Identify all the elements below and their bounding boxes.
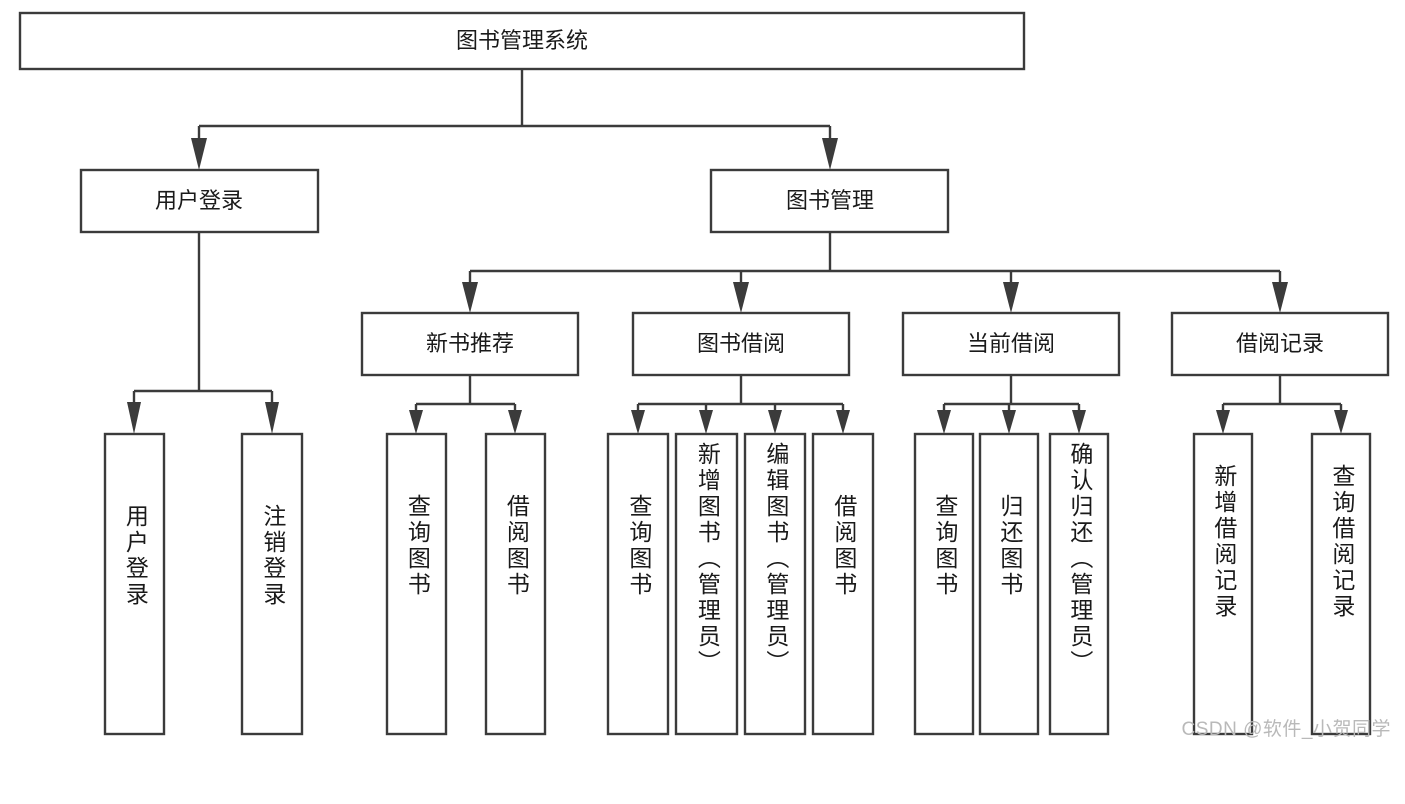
node-root-system-label: 图书管理系统 (456, 28, 588, 53)
arrow-head-cb-return-book (1002, 410, 1016, 434)
arrow-head-leaf-logout (265, 402, 279, 434)
connector-group-book-mgmt-to-level3 (462, 232, 1288, 313)
leaf-box-nbr-query-book[interactable] (385, 432, 448, 736)
node-user-login-box (79, 168, 320, 234)
leaf-box-cb-query-book[interactable] (913, 432, 975, 736)
csdn-watermark: CSDN @软件_小贺同学 (1181, 719, 1391, 740)
arrow-head-to-book-mgmt (822, 138, 838, 170)
diagram-canvas: 图书管理系统 用户登录 图书管理 新书推荐 图书借阅 当前借阅 借阅记录 (18, 11, 1390, 736)
arrow-head-bb-query-book (631, 410, 645, 434)
arrow-head-leaf-user-login (127, 402, 141, 434)
arrow-head-to-new-book-rec (462, 282, 478, 313)
node-user-login[interactable]: 用户登录 (79, 168, 320, 234)
connector-group-book-borrow-to-leaves (631, 375, 850, 434)
node-book-borrow[interactable]: 图书借阅 (631, 311, 851, 377)
node-borrow-record[interactable]: 借阅记录 (1170, 311, 1390, 377)
arrow-head-bb-borrow-book (836, 410, 850, 434)
arrow-head-br-query-record (1334, 410, 1348, 434)
connector-group-borrow-record-to-leaves (1216, 375, 1348, 434)
arrow-head-cb-query-book (937, 410, 951, 434)
node-current-borrow[interactable]: 当前借阅 (901, 311, 1121, 377)
leaf-box-user-login[interactable] (103, 432, 166, 736)
node-new-book-recommend-box (360, 311, 580, 377)
arrow-head-nbr-query-book (409, 410, 423, 434)
node-book-management-label: 图书管理 (786, 188, 874, 213)
leaf-box-bb-query-book[interactable] (606, 432, 670, 736)
arrow-head-to-borrow-record (1272, 282, 1288, 313)
node-book-borrow-box (631, 311, 851, 377)
node-new-book-recommend-label: 新书推荐 (426, 331, 514, 356)
node-book-management[interactable]: 图书管理 (709, 168, 950, 234)
leaf-box-nbr-borrow-book[interactable] (484, 432, 547, 736)
arrow-head-bb-edit-book (768, 410, 782, 434)
node-book-management-box (709, 168, 950, 234)
node-current-borrow-label: 当前借阅 (967, 331, 1055, 356)
leaf-box-bb-edit-book[interactable] (743, 432, 807, 736)
arrow-head-bb-add-book (699, 410, 713, 434)
node-borrow-record-label: 借阅记录 (1236, 331, 1324, 356)
arrow-head-br-add-record (1216, 410, 1230, 434)
diagram-root: 图书管理系统 用户登录 图书管理 新书推荐 图书借阅 当前借阅 借阅记录 (18, 11, 1391, 740)
arrow-head-nbr-borrow-book (508, 410, 522, 434)
arrow-head-to-book-borrow (733, 282, 749, 313)
node-current-borrow-box (901, 311, 1121, 377)
node-user-login-label: 用户登录 (155, 188, 243, 213)
connector-group-root-to-level2 (191, 69, 838, 170)
leaf-box-group (103, 432, 1372, 736)
arrow-head-to-current-borrow (1003, 282, 1019, 313)
leaf-box-cb-return-book[interactable] (978, 432, 1040, 736)
leaf-box-bb-add-book[interactable] (674, 432, 739, 736)
leaf-box-cb-confirm-return[interactable] (1048, 432, 1110, 736)
node-new-book-recommend[interactable]: 新书推荐 (360, 311, 580, 377)
node-book-borrow-label: 图书借阅 (697, 331, 785, 356)
node-root-system-box (18, 11, 1026, 71)
node-root-system[interactable]: 图书管理系统 (18, 11, 1026, 71)
node-borrow-record-box (1170, 311, 1390, 377)
connector-group-current-borrow-to-leaves (937, 375, 1086, 434)
leaf-box-br-add-record[interactable] (1192, 432, 1254, 736)
arrow-head-to-user-login (191, 138, 207, 170)
connector-group-new-book-rec-to-leaves (409, 375, 522, 434)
leaf-box-logout[interactable] (240, 432, 304, 736)
arrow-head-cb-confirm-return (1072, 410, 1086, 434)
connector-group-user-login-to-leaves (127, 232, 279, 434)
leaf-box-br-query-record[interactable] (1310, 432, 1372, 736)
leaf-box-bb-borrow-book[interactable] (811, 432, 875, 736)
